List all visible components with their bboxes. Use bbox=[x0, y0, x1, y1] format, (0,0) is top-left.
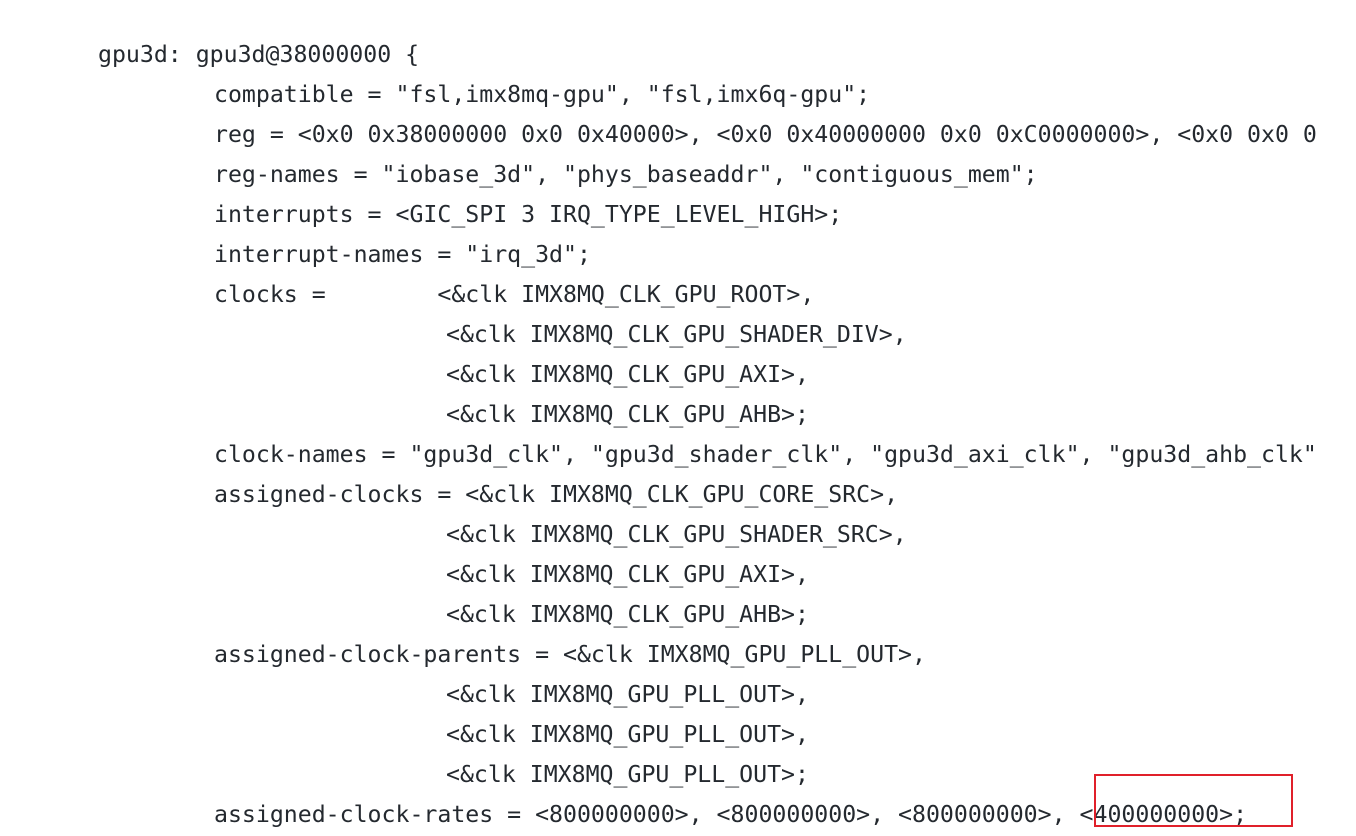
code-line-assigned-clocks: assigned-clocks = <&clk IMX8MQ_CLK_GPU_C… bbox=[214, 481, 899, 508]
code-line-node-open: gpu3d: gpu3d@38000000 { bbox=[98, 41, 420, 68]
code-line-clocks-2: <&clk IMX8MQ_CLK_GPU_SHADER_DIV>, bbox=[446, 321, 907, 348]
code-line-assigned-clock-rates: assigned-clock-rates = <800000000>, <800… bbox=[214, 801, 1248, 828]
code-line-compatible: compatible = "fsl,imx8mq-gpu", "fsl,imx6… bbox=[214, 81, 871, 108]
code-line-assigned-clock-parents-4: <&clk IMX8MQ_GPU_PLL_OUT>; bbox=[446, 761, 809, 788]
code-line-interrupt-names: interrupt-names = "irq_3d"; bbox=[214, 241, 591, 268]
code-line-assigned-clocks-4: <&clk IMX8MQ_CLK_GPU_AHB>; bbox=[446, 601, 809, 628]
code-line-clocks-4: <&clk IMX8MQ_CLK_GPU_AHB>; bbox=[446, 401, 809, 428]
code-line-reg: reg = <0x0 0x38000000 0x0 0x40000>, <0x0… bbox=[214, 121, 1317, 148]
code-line-reg-names: reg-names = "iobase_3d", "phys_baseaddr"… bbox=[214, 161, 1038, 188]
code-line-clocks: clocks = <&clk IMX8MQ_CLK_GPU_ROOT>, bbox=[214, 281, 815, 308]
code-line-assigned-clocks-2: <&clk IMX8MQ_CLK_GPU_SHADER_SRC>, bbox=[446, 521, 907, 548]
code-line-assigned-clock-parents: assigned-clock-parents = <&clk IMX8MQ_GP… bbox=[214, 641, 926, 668]
code-line-clock-names: clock-names = "gpu3d_clk", "gpu3d_shader… bbox=[214, 441, 1317, 468]
code-line-assigned-clock-parents-2: <&clk IMX8MQ_GPU_PLL_OUT>, bbox=[446, 681, 809, 708]
code-line-clocks-3: <&clk IMX8MQ_CLK_GPU_AXI>, bbox=[446, 361, 809, 388]
code-line-assigned-clock-parents-3: <&clk IMX8MQ_GPU_PLL_OUT>, bbox=[446, 721, 809, 748]
code-line-interrupts: interrupts = <GIC_SPI 3 IRQ_TYPE_LEVEL_H… bbox=[214, 201, 843, 228]
code-line-assigned-clocks-3: <&clk IMX8MQ_CLK_GPU_AXI>, bbox=[446, 561, 809, 588]
